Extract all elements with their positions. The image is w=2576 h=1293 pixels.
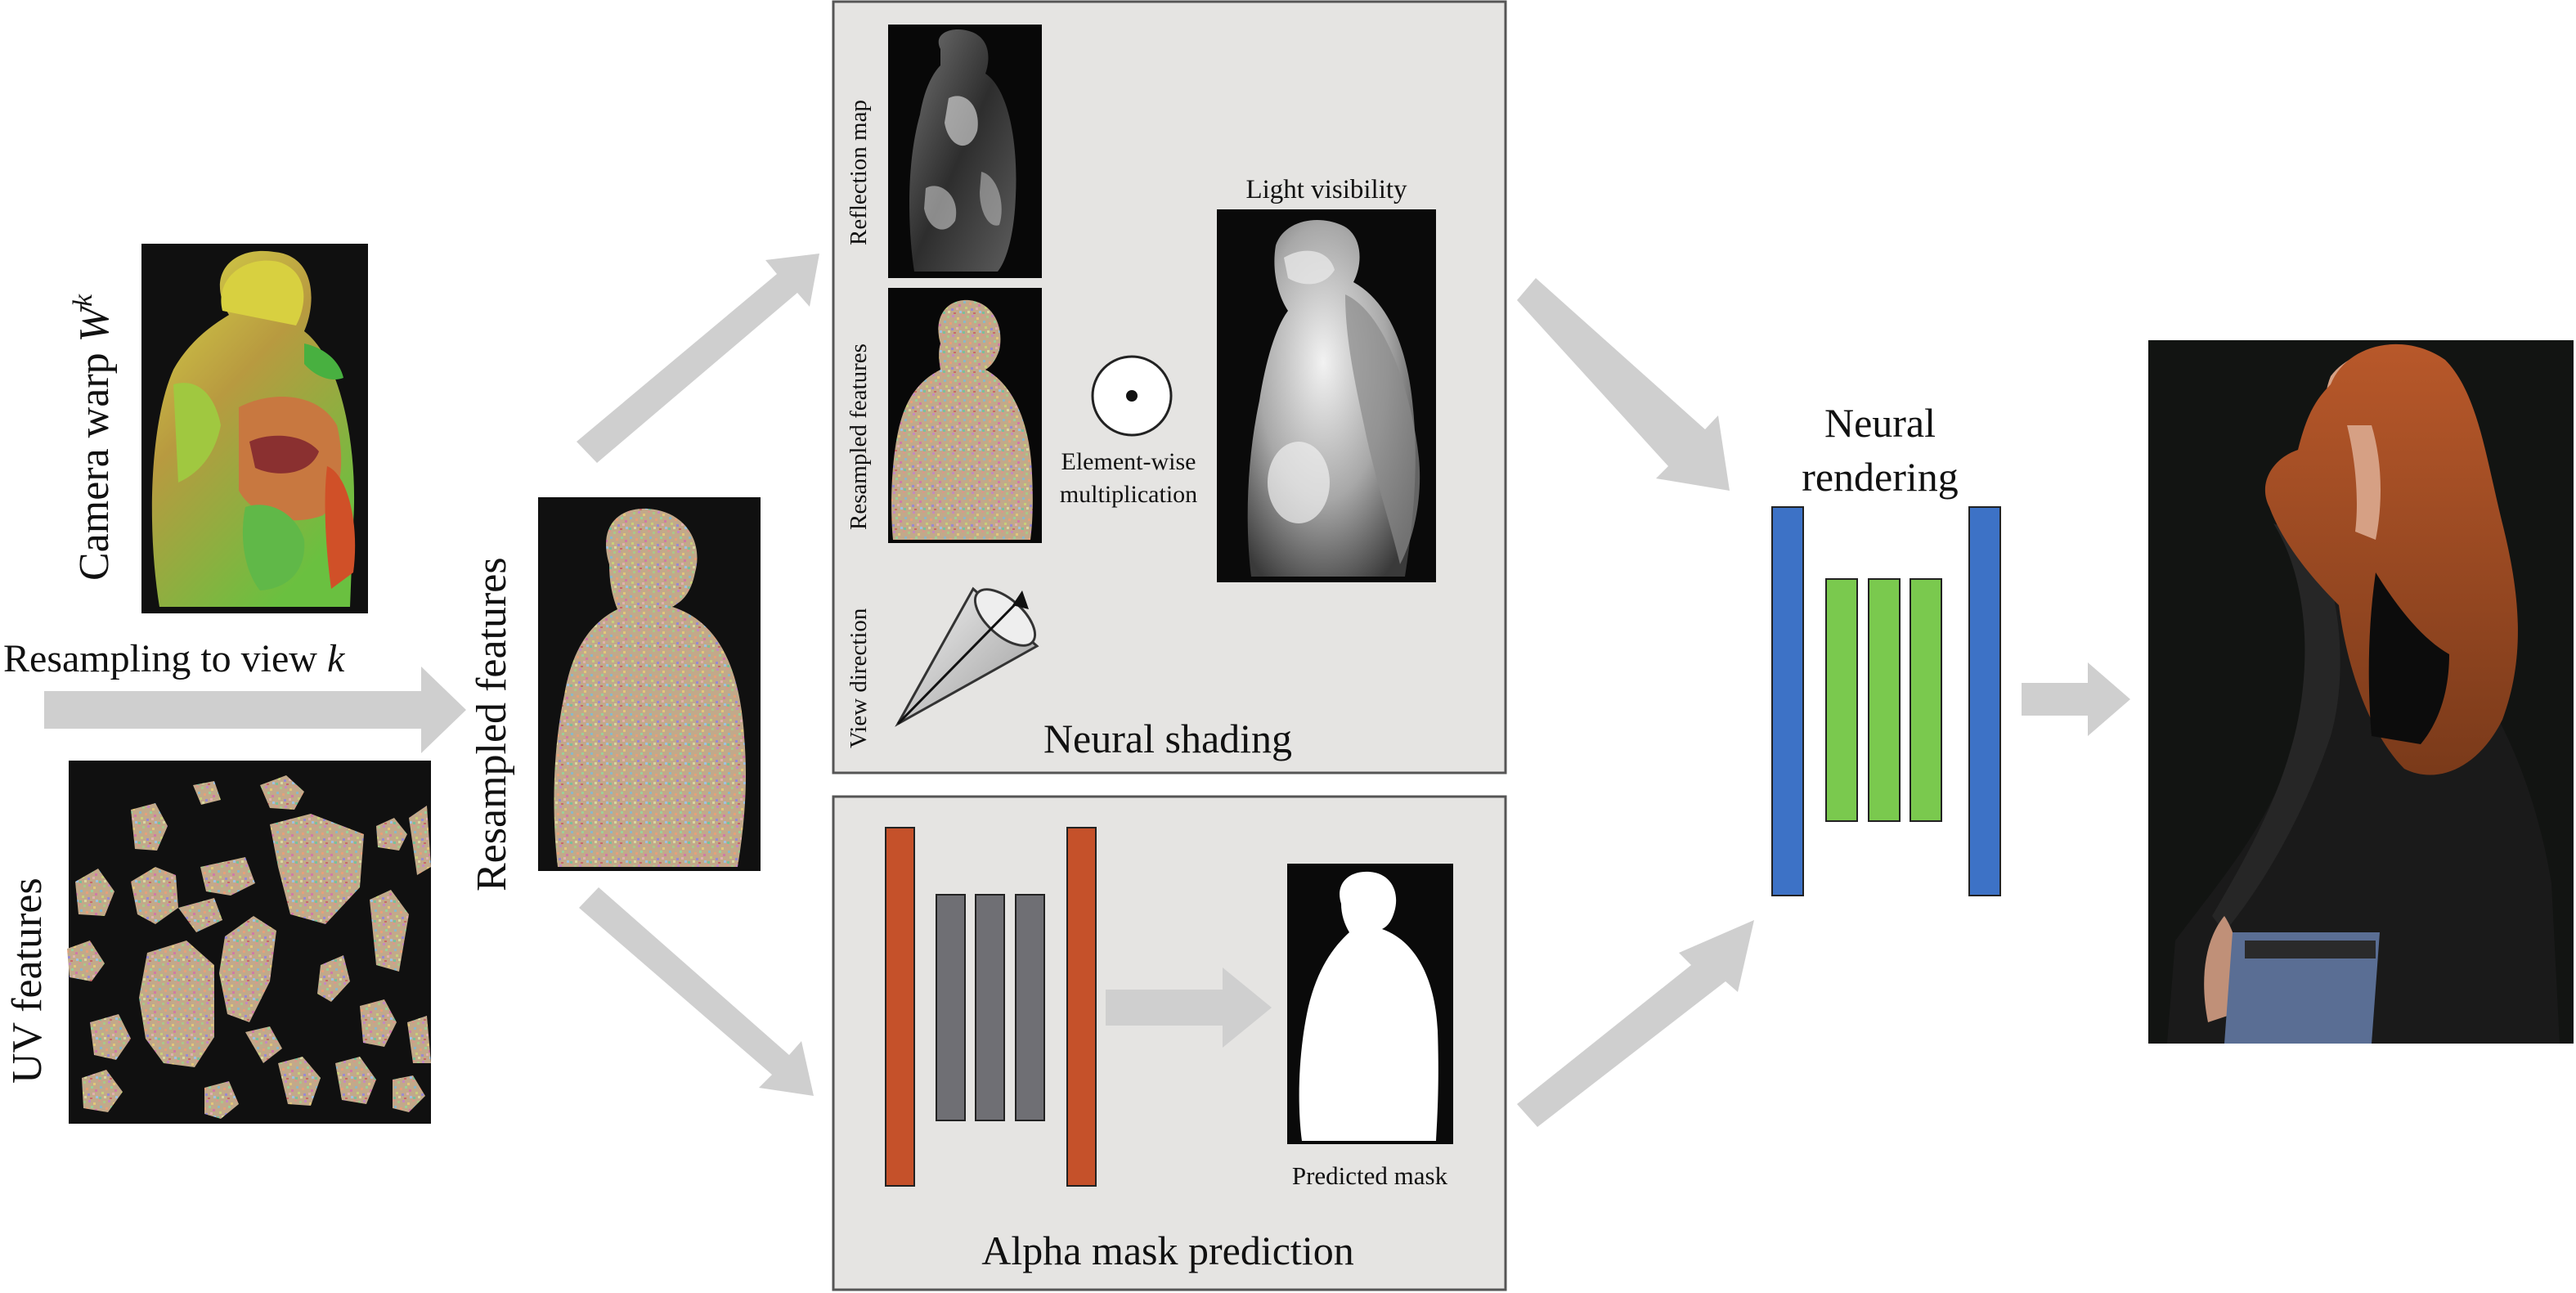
- resampled-features-label: Resampled features: [469, 557, 515, 891]
- alpha-mask-prediction-label: Alpha mask prediction: [981, 1228, 1353, 1273]
- predicted-mask-label: Predicted mask: [1292, 1161, 1448, 1190]
- resampled-features-small-label: Resampled features: [846, 343, 872, 530]
- flow-arrows: [44, 254, 2130, 1127]
- neural-shading-label: Neural shading: [1043, 716, 1292, 761]
- render-inner-layer-1: [1825, 578, 1858, 822]
- element-wise-label-line2: multiplication: [1060, 481, 1197, 508]
- alpha-outer-layer-left: [885, 827, 915, 1187]
- render-outer-layer-left: [1771, 506, 1804, 896]
- arrow-alpha-to-mask: [1106, 968, 1272, 1048]
- resampling-label: Resampling to view k: [3, 637, 346, 680]
- predicted-mask-image: [1287, 864, 1453, 1144]
- render-inner-layer-2: [1868, 578, 1901, 822]
- uv-features-image: [67, 761, 431, 1124]
- neural-rendering-label-line1: Neural: [1824, 400, 1936, 446]
- reflection-map-label: Reflection map: [846, 100, 872, 245]
- reflection-map-image: [888, 25, 1042, 278]
- arrow-to-output: [2022, 662, 2130, 736]
- arrow-shading-to-render: [1517, 278, 1730, 491]
- alpha-outer-layer-right: [1066, 827, 1097, 1187]
- camera-warp-label: Camera warp Wk: [68, 294, 118, 581]
- render-inner-layer-3: [1910, 578, 1942, 822]
- alpha-inner-layer-1: [936, 894, 966, 1121]
- camera-warp-image: [141, 244, 368, 613]
- alpha-mask-network: [885, 827, 1097, 1187]
- neural-rendering-network: [1771, 506, 2001, 896]
- light-visibility-label: Light visibility: [1245, 175, 1407, 204]
- arrow-alpha-to-render: [1517, 920, 1754, 1127]
- view-cone-icon: [895, 586, 1039, 727]
- alpha-inner-layer-2: [975, 894, 1005, 1121]
- neural-rendering-label-line2: rendering: [1802, 454, 1959, 500]
- resampled-features-image: [538, 497, 761, 871]
- resampling-arrow: [44, 667, 466, 753]
- render-outer-layer-right: [1968, 506, 2001, 896]
- arrow-to-shading: [577, 254, 819, 463]
- rendered-output-image: [2148, 340, 2574, 1044]
- arrow-to-alpha: [579, 887, 814, 1096]
- view-direction-label: View direction: [846, 608, 872, 748]
- uv-features-label: UV features: [4, 878, 51, 1084]
- resampled-features-small-image: [888, 288, 1042, 543]
- light-visibility-image: [1217, 209, 1436, 582]
- alpha-inner-layer-3: [1015, 894, 1045, 1121]
- element-wise-label-line1: Element-wise: [1061, 448, 1196, 475]
- circled-dot-icon: [1091, 355, 1173, 437]
